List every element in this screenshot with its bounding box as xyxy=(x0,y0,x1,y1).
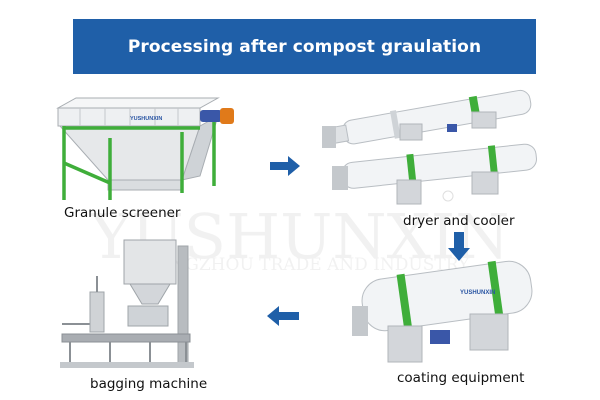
page-title: Processing after compost graulation xyxy=(127,36,482,57)
machine-brand-label: YUSHUNXIN xyxy=(460,290,495,296)
arrow-down-icon xyxy=(448,232,470,261)
machine-brand-label: YUSHUNXIN xyxy=(130,116,162,122)
title-banner: Processing after compost graulation xyxy=(73,19,536,74)
arrow-left-icon xyxy=(267,306,299,326)
dryer-cooler-illustration xyxy=(322,89,537,205)
coating-equipment-illustration: YUSHUNXIN xyxy=(352,260,533,363)
step-label-bagging-machine: bagging machine xyxy=(90,376,208,392)
granule-screener-illustration: YUSHUNXIN xyxy=(56,97,234,200)
bagging-machine-illustration xyxy=(60,239,194,368)
step-label-granule-screener: Granule screener xyxy=(64,205,181,221)
step-label-dryer-cooler: dryer and cooler xyxy=(403,213,515,229)
step-label-coating-equipment: coating equipment xyxy=(397,370,525,386)
arrow-right-icon xyxy=(270,156,300,176)
